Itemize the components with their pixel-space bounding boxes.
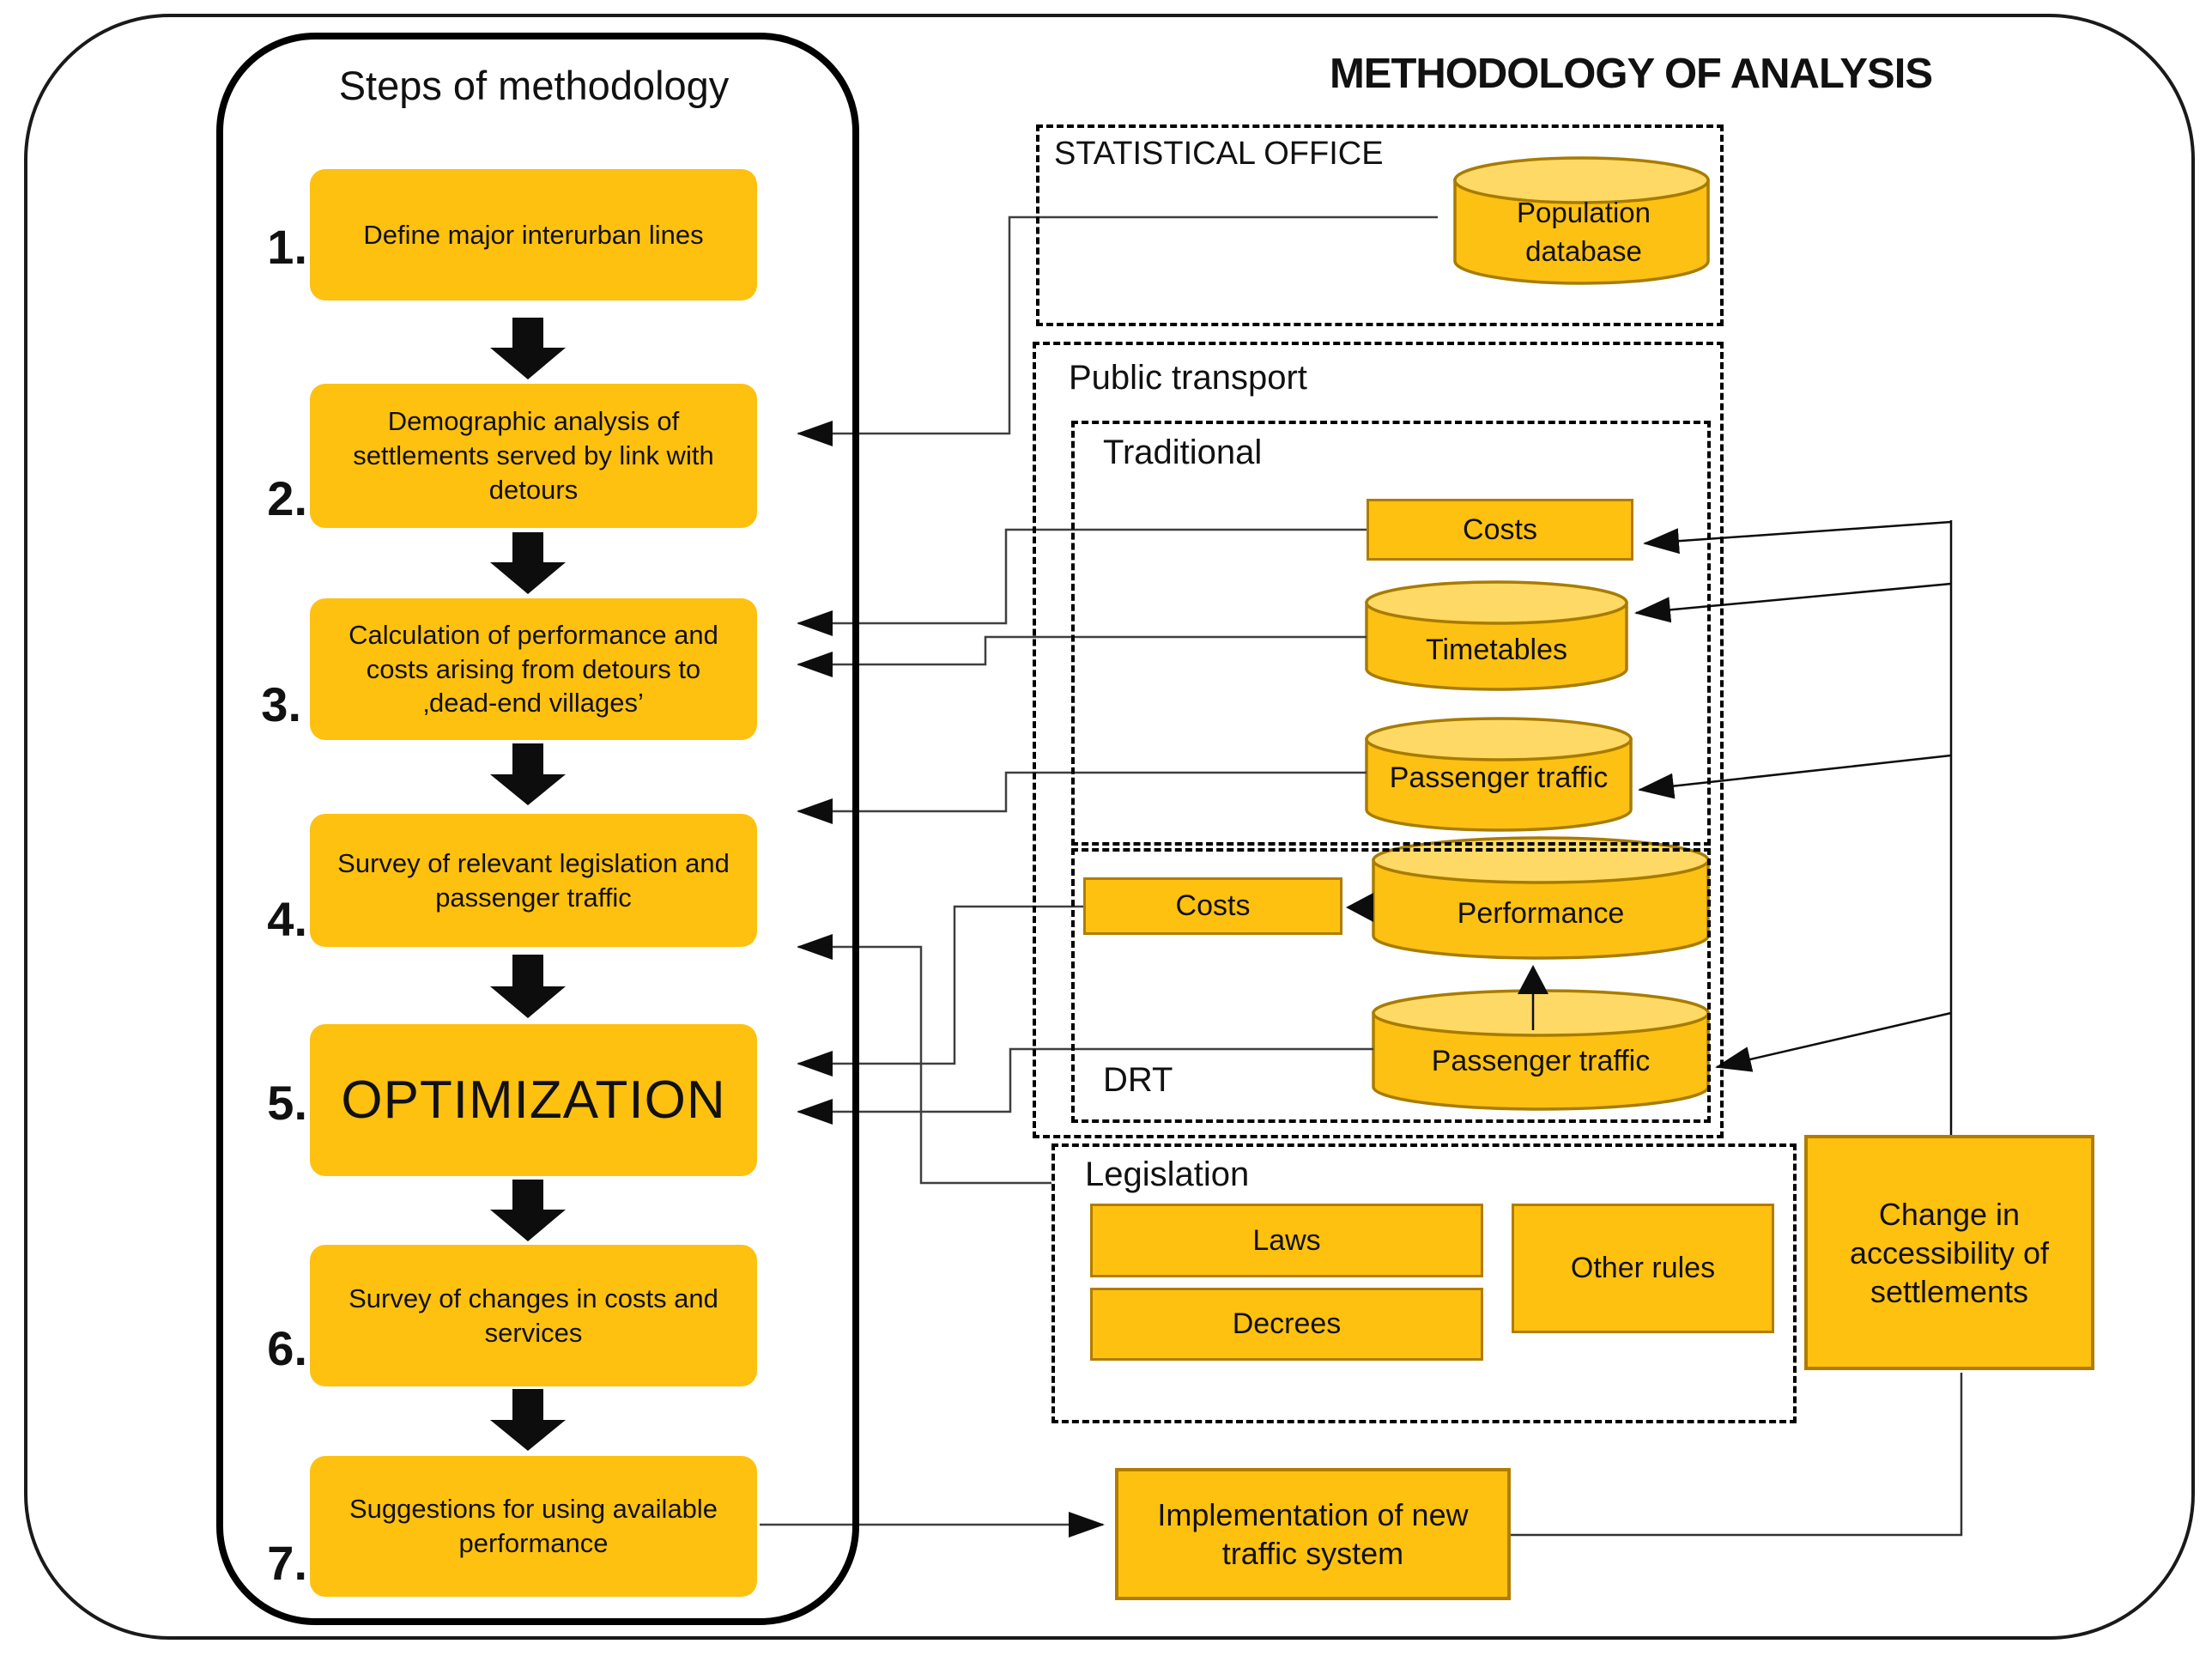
step-number-2: 2. [267,471,307,525]
step-number-1: 1. [267,220,307,274]
step-number-3: 3. [261,677,301,731]
step-box-1: Define major interurban lines [310,169,757,300]
change-accessibility-box: Change in accessibility of settlements [1804,1135,2094,1370]
timetables-cylinder [1365,580,1628,691]
implementation-box: Implementation of new traffic system [1115,1468,1511,1600]
line-passtraffic-to-step4 [797,771,1367,824]
step-box-5-optimization: OPTIMIZATION [310,1024,757,1176]
other-rules-box: Other rules [1512,1204,1774,1333]
statistical-office-label: STATISTICAL OFFICE [1054,136,1384,172]
traditional-zone [1071,421,1711,846]
timetables-label: Timetables [1425,634,1568,666]
line-timetables-to-step3 [797,635,1367,677]
steps-of-methodology-frame [216,33,859,1625]
line-implementation-to-change [1511,1373,1963,1537]
population-database-label: Population database [1517,197,1651,267]
feedback-to-drt-passtraffic [1715,1011,1952,1072]
traditional-label: Traditional [1103,434,1263,471]
step-number-7: 7. [267,1536,307,1590]
arrow-performance-to-costs [1346,893,1373,922]
step-box-7: Suggestions for using available performa… [310,1456,757,1597]
page-title: METHODOLOGY OF ANALYSIS [1329,51,1933,97]
step-box-4: Survey of relevant legislation and passe… [310,814,757,947]
line-costs-to-step3 [797,528,1367,636]
drt-label: DRT [1103,1061,1173,1099]
passenger-traffic-traditional-cylinder [1365,717,1633,832]
passenger-traffic-drt-cylinder [1372,989,1710,1111]
feedback-to-costs [1643,520,1952,555]
feedback-to-passtraffic [1638,754,1952,799]
step-box-6: Survey of changes in costs and services [310,1245,757,1386]
step-number-4: 4. [267,892,307,946]
line-population-to-step2 [797,215,1438,446]
step-box-3: Calculation of performance and costs ari… [310,598,757,740]
arrow-up-head [1518,965,1548,994]
outer-frame [24,14,2195,1640]
population-database-cylinder [1453,156,1710,285]
performance-label: Performance [1457,897,1625,930]
step-number-5: 5. [267,1076,307,1130]
step-flow-arrows [490,318,566,1451]
steps-panel-title: Steps of methodology [338,63,730,108]
passenger-traffic-drt-label: Passenger traffic [1431,1045,1651,1077]
traditional-costs-box: Costs [1367,499,1633,561]
step-number-6: 6. [267,1321,307,1375]
line-drtcosts-to-step5 [797,905,1083,1077]
public-transport-zone [1033,342,1724,1138]
drt-zone [1071,848,1711,1123]
public-transport-label: Public transport [1069,359,1307,397]
line-legislation-to-step4 [797,934,1051,1185]
laws-box: Laws [1090,1204,1483,1277]
feedback-to-timetables [1634,582,1952,623]
legislation-label: Legislation [1085,1156,1250,1193]
statistical-office-zone [1036,124,1724,326]
drt-costs-box: Costs [1083,877,1342,935]
passenger-traffic-traditional-label: Passenger traffic [1389,761,1609,794]
line-drtpasstraffic-to-step5 [797,1047,1373,1125]
legislation-zone [1051,1143,1797,1423]
decrees-box: Decrees [1090,1288,1483,1361]
step-box-2: Demographic analysis of settlements serv… [310,384,757,528]
